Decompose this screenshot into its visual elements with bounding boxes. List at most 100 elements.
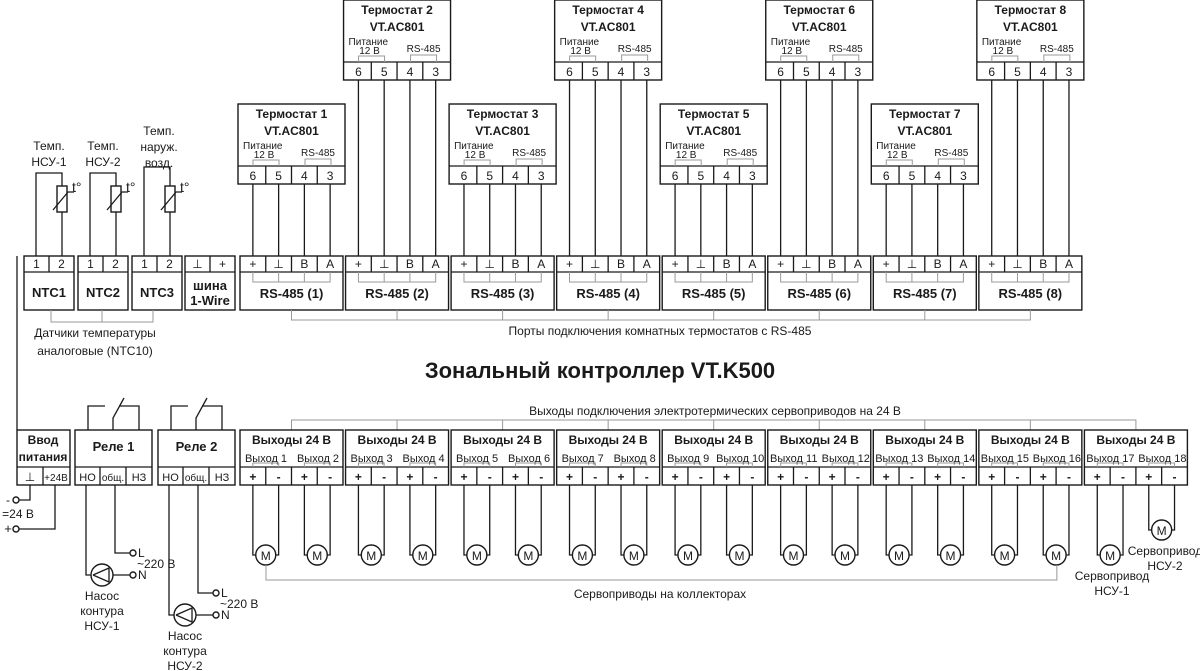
power-label: Питание (771, 37, 811, 48)
servo-bracket (265, 565, 1058, 581)
servo-wire (463, 485, 467, 556)
contact (119, 405, 140, 430)
motor-symbol: M (1157, 524, 1167, 538)
pin-3: 3 (855, 65, 862, 79)
pin: + (672, 470, 679, 484)
motor-icon (1045, 544, 1067, 566)
terminal-icon (12, 525, 20, 533)
pin: + (249, 470, 256, 484)
output-label: Выход 13 (875, 453, 923, 465)
pin: + (406, 470, 413, 484)
bracket (514, 462, 542, 467)
thermostat-model: VT.AC801 (792, 20, 847, 34)
pump-label: Насос (85, 589, 119, 603)
servo-wire (855, 485, 859, 556)
motor-symbol: M (840, 549, 850, 563)
pin-6: 6 (566, 65, 573, 79)
pin-4: 4 (829, 65, 836, 79)
motor-symbol: M (523, 549, 533, 563)
servo-wire (1066, 485, 1070, 556)
power-label: Питание (243, 141, 283, 152)
servo-motor-2: M (303, 485, 331, 566)
terminal-N-icon (129, 571, 137, 579)
bracket (780, 55, 808, 62)
pin-bracket (357, 272, 437, 283)
pin-no: НО (79, 472, 96, 484)
contact (202, 405, 223, 430)
motor-symbol: M (1105, 549, 1115, 563)
pin-3: A (326, 257, 334, 271)
pin-5: 5 (909, 169, 916, 183)
phase-wire (197, 485, 213, 594)
relay-frame (74, 429, 153, 486)
ntc-label: NTC3 (140, 285, 174, 300)
power-voltage: 12 В (887, 150, 908, 161)
pin-4: 4 (407, 65, 414, 79)
pin-5: 5 (803, 65, 810, 79)
pin-1: ⊥ (801, 257, 811, 271)
servo-motor-11: M (779, 485, 808, 566)
pin-bracket (252, 272, 331, 283)
relay-name: Реле 2 (176, 439, 218, 454)
motor-symbol: M (789, 549, 799, 563)
servo-motor-5: M (463, 485, 491, 566)
servo-motor-6: M (514, 485, 542, 566)
pin: + (618, 470, 625, 484)
pin-1: ⊥ (484, 257, 494, 271)
bracket (726, 158, 754, 166)
pin-2: 2 (58, 257, 65, 271)
pin-common: общ. (102, 472, 124, 484)
rs485-label: RS-485 (6) (787, 286, 851, 301)
servo-motor-12: M (831, 485, 859, 566)
bracket (937, 462, 964, 467)
pin-1: ⊥ (273, 257, 283, 271)
servo-wire (803, 485, 808, 556)
pin-plus: + (219, 257, 226, 271)
power-voltage: 12 В (993, 46, 1014, 57)
outputs-title: Выходы 24 В (569, 433, 648, 447)
pin-nc: НЗ (215, 472, 230, 484)
bracket (515, 158, 543, 166)
thermostat-model: VT.AC801 (581, 20, 636, 34)
output-label: Выход 2 (297, 453, 339, 465)
pump-arrow (92, 567, 110, 583)
servo-wire (381, 485, 385, 556)
bracket (303, 462, 331, 467)
bracket (409, 462, 437, 467)
pin: + (883, 470, 890, 484)
output-label: Выход 5 (456, 453, 498, 465)
servo-wire (779, 485, 784, 556)
pin-1: 1 (87, 257, 94, 271)
pin: - (645, 470, 649, 484)
bracket (1096, 462, 1124, 467)
motor-symbol: M (312, 549, 322, 563)
pin-4: 4 (618, 65, 625, 79)
servo-motor-16: M (1042, 485, 1070, 566)
thermostat-name: Термостат 4 (572, 3, 644, 17)
pump-label: контура (163, 644, 207, 658)
servo-wire (409, 485, 413, 556)
bracket (569, 55, 597, 62)
output-label: Выход 8 (614, 453, 656, 465)
servo-wire (1171, 485, 1176, 531)
pin-3: 3 (538, 169, 545, 183)
power-label: Питание (560, 37, 600, 48)
pin-6: 6 (355, 65, 362, 79)
pin-4: 4 (934, 169, 941, 183)
voltage-label: =24 В (2, 507, 34, 521)
sensor-label: Темп. (33, 139, 64, 153)
servo-nsu1-label: НСУ-1 (1094, 584, 1130, 598)
pin-3: A (1065, 257, 1073, 271)
thermostat-name: Термостат 6 (783, 3, 855, 17)
servo-wire (327, 485, 331, 556)
outputs-title: Выходы 24 В (463, 433, 542, 447)
servo-nsu1-label: Сервопривод (1075, 569, 1149, 583)
motor-icon (888, 544, 910, 566)
pin-1: 1 (33, 257, 40, 271)
